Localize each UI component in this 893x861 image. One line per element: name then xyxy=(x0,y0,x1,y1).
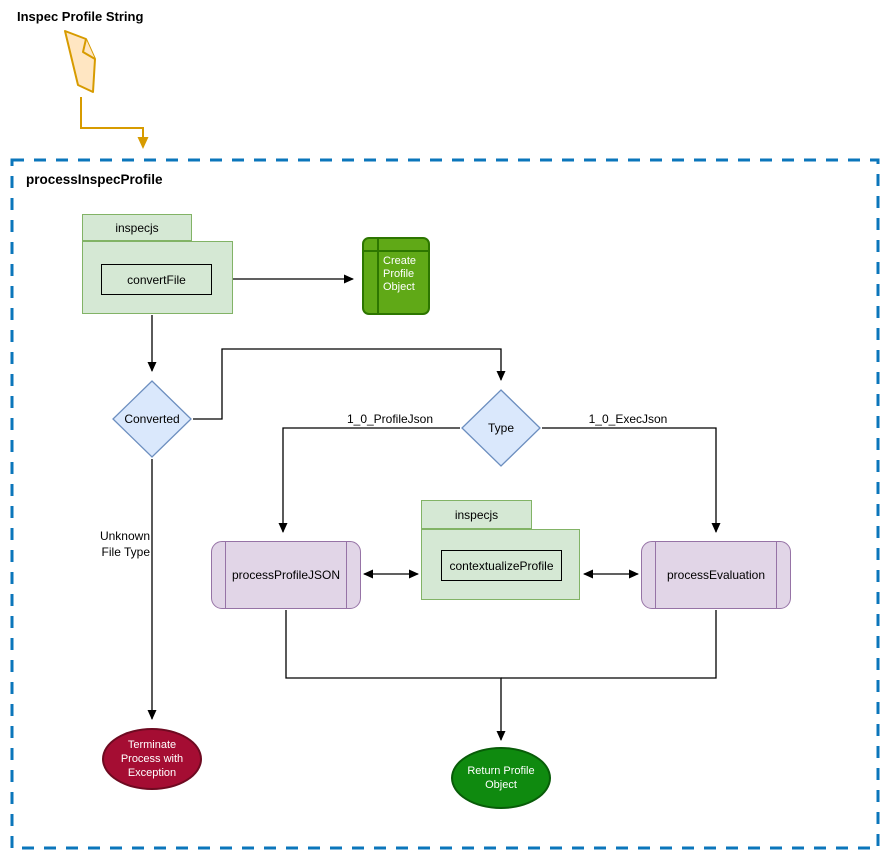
process-profile-json-box: processProfileJSON xyxy=(211,541,361,609)
process-profile-json-label: processProfileJSON xyxy=(231,568,341,582)
package-inspecjs-mid-label: inspecjs xyxy=(454,507,499,522)
package-inspecjs-top-tab: inspecjs xyxy=(82,214,192,241)
return-profile-label: Return Profile Object xyxy=(467,765,535,791)
contextualizeprofile-label: contextualizeProfile xyxy=(449,558,554,573)
edge-processevaluation-to-merge xyxy=(501,610,717,679)
return-profile-ellipse: Return Profile Object xyxy=(451,747,551,809)
edge-type-to-processevaluation xyxy=(542,427,721,533)
edge-merge-to-return xyxy=(285,610,506,741)
converted-label: Converted xyxy=(124,412,180,426)
process-container-title: processInspecProfile xyxy=(26,172,163,187)
create-profile-object-label: Create Profile Object xyxy=(383,255,417,293)
process-evaluation-label: processEvaluation xyxy=(666,568,766,582)
edge-input-to-container xyxy=(80,97,149,149)
edge-label-unknown-file-type: Unknown File Type xyxy=(88,528,150,560)
package-inspecjs-top-label: inspecjs xyxy=(115,220,159,235)
terminate-process-label: Terminate Process with Exception xyxy=(120,739,184,779)
package-inspecjs-mid-tab: inspecjs xyxy=(421,500,532,529)
edge-label-execjson: 1_0_ExecJson xyxy=(566,412,690,426)
terminate-process-ellipse: Terminate Process with Exception xyxy=(102,728,202,790)
type-label: Type xyxy=(487,421,514,435)
edge-label-profilejson: 1_0_ProfileJson xyxy=(328,412,452,426)
convertfile-box: convertFile xyxy=(101,264,212,295)
process-evaluation-box: processEvaluation xyxy=(641,541,791,609)
type-decision: Type xyxy=(461,389,541,467)
converted-decision: Converted xyxy=(112,380,192,458)
input-string-label: Inspec Profile String xyxy=(17,9,144,24)
document-icon xyxy=(64,30,96,93)
convertfile-label: convertFile xyxy=(127,272,186,287)
edge-converted-to-type xyxy=(193,348,506,420)
contextualizeprofile-box: contextualizeProfile xyxy=(441,550,562,581)
create-profile-object-box: Create Profile Object xyxy=(362,237,430,315)
